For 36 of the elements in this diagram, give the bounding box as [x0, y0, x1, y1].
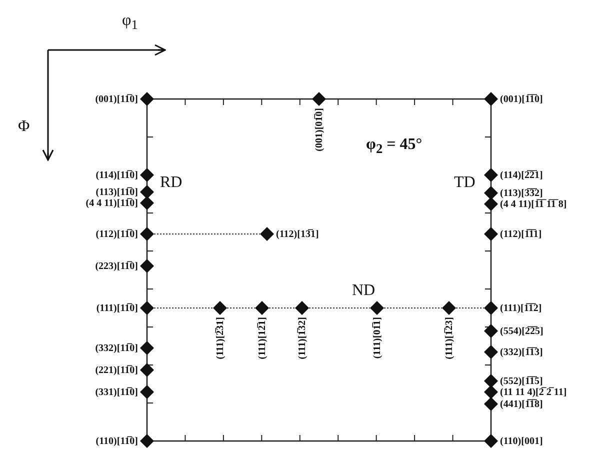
- component-label: (332)[1̅1̅3]: [500, 346, 543, 358]
- component-label: (001)[01̅0]: [314, 108, 324, 152]
- component-label: (221)[11̅0]: [95, 364, 138, 376]
- component-label: (111)[1̅32]: [296, 317, 308, 360]
- direction-label: ND: [352, 282, 376, 300]
- component-label: (111)[01̅1]: [372, 317, 382, 359]
- component-label: (554)[2̅2̅5]: [500, 326, 544, 336]
- component-label: (11 11 4)[2̅ 2̅ 11]: [500, 386, 567, 398]
- component-label: (112)[1̅1̅1]: [500, 228, 542, 240]
- component-label: (112)[13̅1]: [276, 228, 319, 240]
- component-label: (114)[11̅0]: [96, 170, 138, 180]
- component-label: (223)[11̅0]: [95, 260, 138, 272]
- component-label: (111)[12̅1]: [256, 317, 268, 360]
- component-label: (111)[11̅0]: [96, 302, 138, 314]
- component-label: (552)[1̅1̅5]: [500, 376, 543, 386]
- section-label: φ$_{2}$ = 45°: [366, 136, 422, 158]
- component-label: (110)[001]: [500, 436, 543, 446]
- direction-label: TD: [454, 174, 476, 192]
- component-label: (112)[11̅0]: [96, 228, 138, 240]
- component-label: (441)[1̅1̅8]: [500, 398, 543, 410]
- component-label: (111)[2̅31]: [214, 317, 226, 360]
- component-label: (111)[1̅1̅2]: [500, 302, 542, 314]
- component-label: (001)[1̅1̅0]: [500, 94, 543, 104]
- component-label: (332)[11̅0]: [95, 342, 138, 354]
- component-label: (111)[1̅23]: [444, 317, 454, 360]
- axis-label: Φ: [18, 118, 30, 136]
- component-label: (113)[3̅3̅2]: [500, 188, 543, 198]
- component-label: (4 4 11)[1̅1̅ 1̅1̅ 8]: [500, 198, 567, 210]
- component-label: (331)[11̅0]: [95, 386, 138, 398]
- component-label: (4 4 11)[11̅0]: [86, 198, 138, 208]
- component-label: (113)[11̅0]: [96, 186, 138, 198]
- component-label: (001)[11̅0]: [95, 94, 138, 104]
- component-label: (114)[2̅2̅1]: [500, 170, 543, 180]
- axis-label: φ$_{1}$: [122, 12, 138, 34]
- direction-label: RD: [160, 174, 182, 192]
- component-label: (110)[11̅0]: [96, 436, 138, 446]
